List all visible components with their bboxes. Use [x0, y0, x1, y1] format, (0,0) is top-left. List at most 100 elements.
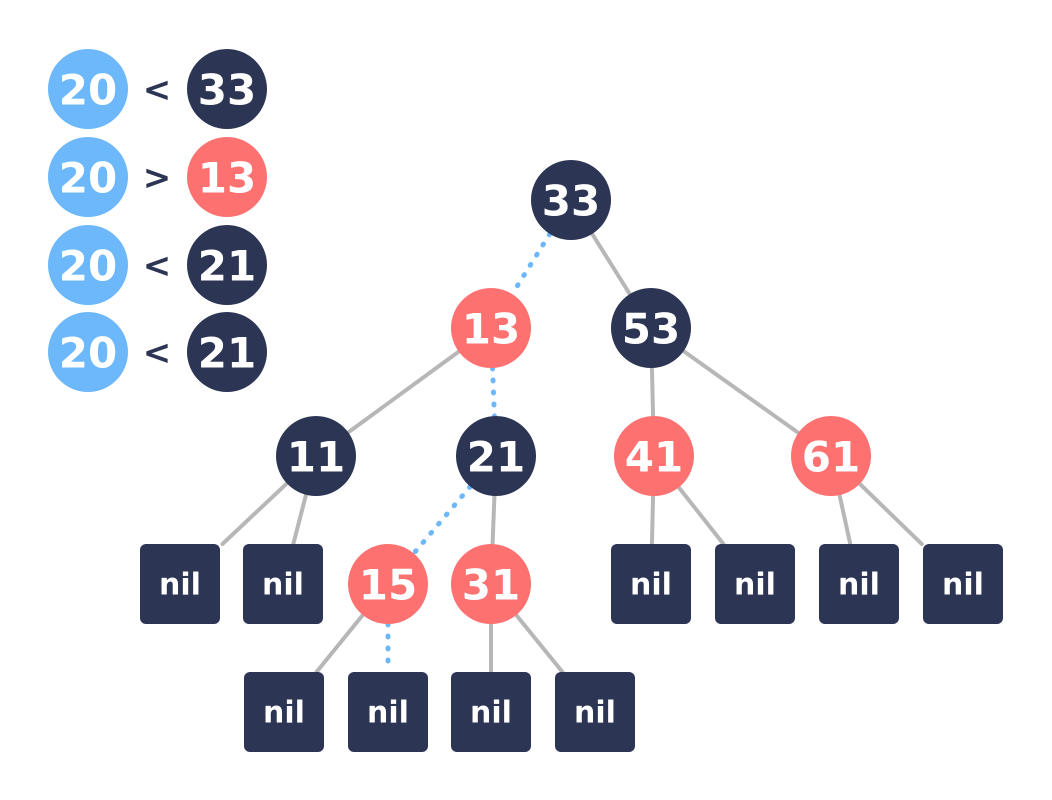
compared-node-circle [187, 137, 267, 217]
nil-box [348, 672, 428, 752]
tree-edge [649, 493, 656, 546]
nil-leaf: nil [555, 672, 635, 752]
comparison-operator: < [143, 70, 172, 110]
compared-node-circle [187, 312, 267, 392]
node-label: 31 [462, 561, 520, 610]
search-key-label: 20 [59, 66, 117, 115]
nil-box [715, 544, 795, 624]
node-label: nil [734, 568, 776, 603]
node-circle [348, 544, 428, 624]
nil-box [451, 672, 531, 752]
node-label: 13 [462, 305, 520, 354]
tree-edge [837, 493, 853, 546]
nil-leaf: nil [715, 544, 795, 624]
red-node: 15 [348, 544, 428, 624]
nil-leaf: nil [819, 544, 899, 624]
node-label: 15 [359, 561, 417, 610]
red-node: 61 [791, 416, 871, 496]
nil-box [243, 544, 323, 624]
search-path-edge [411, 484, 473, 556]
nil-leaf: nil [140, 544, 220, 624]
node-circle [451, 288, 531, 368]
tree-edge [514, 613, 565, 674]
tree-edge [220, 481, 289, 546]
node-label: nil [942, 568, 984, 603]
node-label: nil [262, 568, 304, 603]
node-label: nil [159, 568, 201, 603]
node-circle [531, 160, 611, 240]
node-label: 33 [542, 177, 600, 226]
red-node: 31 [451, 544, 531, 624]
compared-node-label: 21 [198, 329, 256, 378]
tree-edge [676, 485, 726, 546]
tree-edge [490, 493, 497, 547]
nil-box [140, 544, 220, 624]
search-key-label: 20 [59, 154, 117, 203]
node-label: nil [630, 568, 672, 603]
comparison-operator: > [143, 158, 172, 198]
black-node: 53 [611, 288, 691, 368]
node-label: 11 [287, 433, 345, 482]
node-circle [611, 288, 691, 368]
search-key-circle [48, 137, 128, 217]
nil-leaf: nil [611, 544, 691, 624]
compared-node-label: 21 [198, 242, 256, 291]
nil-leaf: nil [923, 544, 1003, 624]
search-key-label: 20 [59, 242, 117, 291]
comparison-row: 20 <21 [48, 225, 267, 305]
search-key-circle [48, 49, 128, 129]
nil-leaf: nil [451, 672, 531, 752]
tree-edge [649, 365, 656, 419]
compared-node-label: 13 [198, 154, 256, 203]
comparison-operator: < [143, 246, 172, 286]
node-label: nil [574, 696, 616, 731]
nil-leaf: nil [348, 672, 428, 752]
node-circle [276, 416, 356, 496]
node-label: nil [470, 696, 512, 731]
node-circle [451, 544, 531, 624]
nil-leaf: nil [244, 672, 324, 752]
search-key-label: 20 [59, 329, 117, 378]
search-path-edge [509, 231, 553, 297]
tree-edge [314, 613, 365, 674]
node-label: nil [838, 568, 880, 603]
nil-box [819, 544, 899, 624]
node-label: 21 [467, 433, 525, 482]
comparison-operator: < [143, 333, 172, 373]
node-label: 41 [625, 433, 683, 482]
tree-edges [220, 231, 924, 675]
search-path-edge [490, 365, 497, 419]
comparison-list: 20 <33 20 >13 20 <21 20 <21 [48, 49, 267, 392]
node-circle [456, 416, 536, 496]
tree-edge [291, 492, 309, 546]
node-label: nil [263, 696, 305, 731]
nil-box [923, 544, 1003, 624]
black-node: 33 [531, 160, 611, 240]
tree-edge [590, 231, 632, 297]
tree-edge [681, 349, 801, 435]
node-circle [791, 416, 871, 496]
tree-edge [857, 481, 924, 546]
compared-node-circle [187, 225, 267, 305]
black-node: 21 [456, 416, 536, 496]
red-node: 41 [614, 416, 694, 496]
nil-box [244, 672, 324, 752]
red-node: 13 [451, 288, 531, 368]
node-label: 53 [622, 305, 680, 354]
comparison-row: 20 >13 [48, 137, 267, 217]
comparison-row: 20 <21 [48, 312, 267, 392]
tree-edge [346, 349, 461, 435]
compared-node-label: 33 [198, 66, 256, 115]
search-key-circle [48, 312, 128, 392]
search-key-circle [48, 225, 128, 305]
compared-node-circle [187, 49, 267, 129]
node-circle [614, 416, 694, 496]
node-label: nil [367, 696, 409, 731]
black-node: 11 [276, 416, 356, 496]
comparison-row: 20 <33 [48, 49, 267, 129]
tree-nodes: 33 13 53 11 21 41 61 15 31 nil nil nil nil nil nil nil n… [140, 160, 1003, 752]
nil-box [555, 672, 635, 752]
nil-leaf: nil [243, 544, 323, 624]
